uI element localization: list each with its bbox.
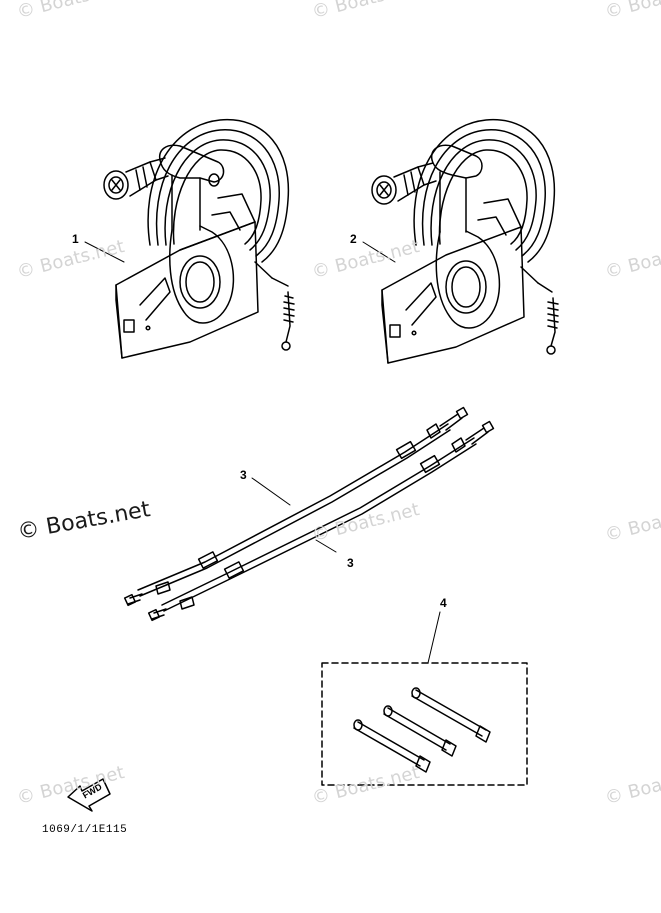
bolt-kit-box xyxy=(321,662,528,786)
remote-control-box-2 xyxy=(371,119,559,364)
leader-line-4 xyxy=(427,611,441,664)
leader-line-1 xyxy=(84,241,125,263)
callout-1: 1 xyxy=(72,232,79,246)
control-cable-upper xyxy=(123,406,469,607)
callout-3a: 3 xyxy=(240,468,247,482)
diagram-code: 1069/1/1E115 xyxy=(42,824,128,836)
callout-2: 2 xyxy=(350,232,357,246)
bolt-kit xyxy=(353,687,491,773)
control-cable-lower xyxy=(147,420,495,622)
fwd-arrow-icon xyxy=(67,778,111,812)
remote-control-box-1 xyxy=(103,119,295,359)
leader-line-2 xyxy=(362,241,396,263)
leader-line-3b xyxy=(315,539,337,553)
leader-line-3a xyxy=(251,477,291,506)
callout-3b: 3 xyxy=(347,556,354,570)
callout-4: 4 xyxy=(440,596,447,610)
